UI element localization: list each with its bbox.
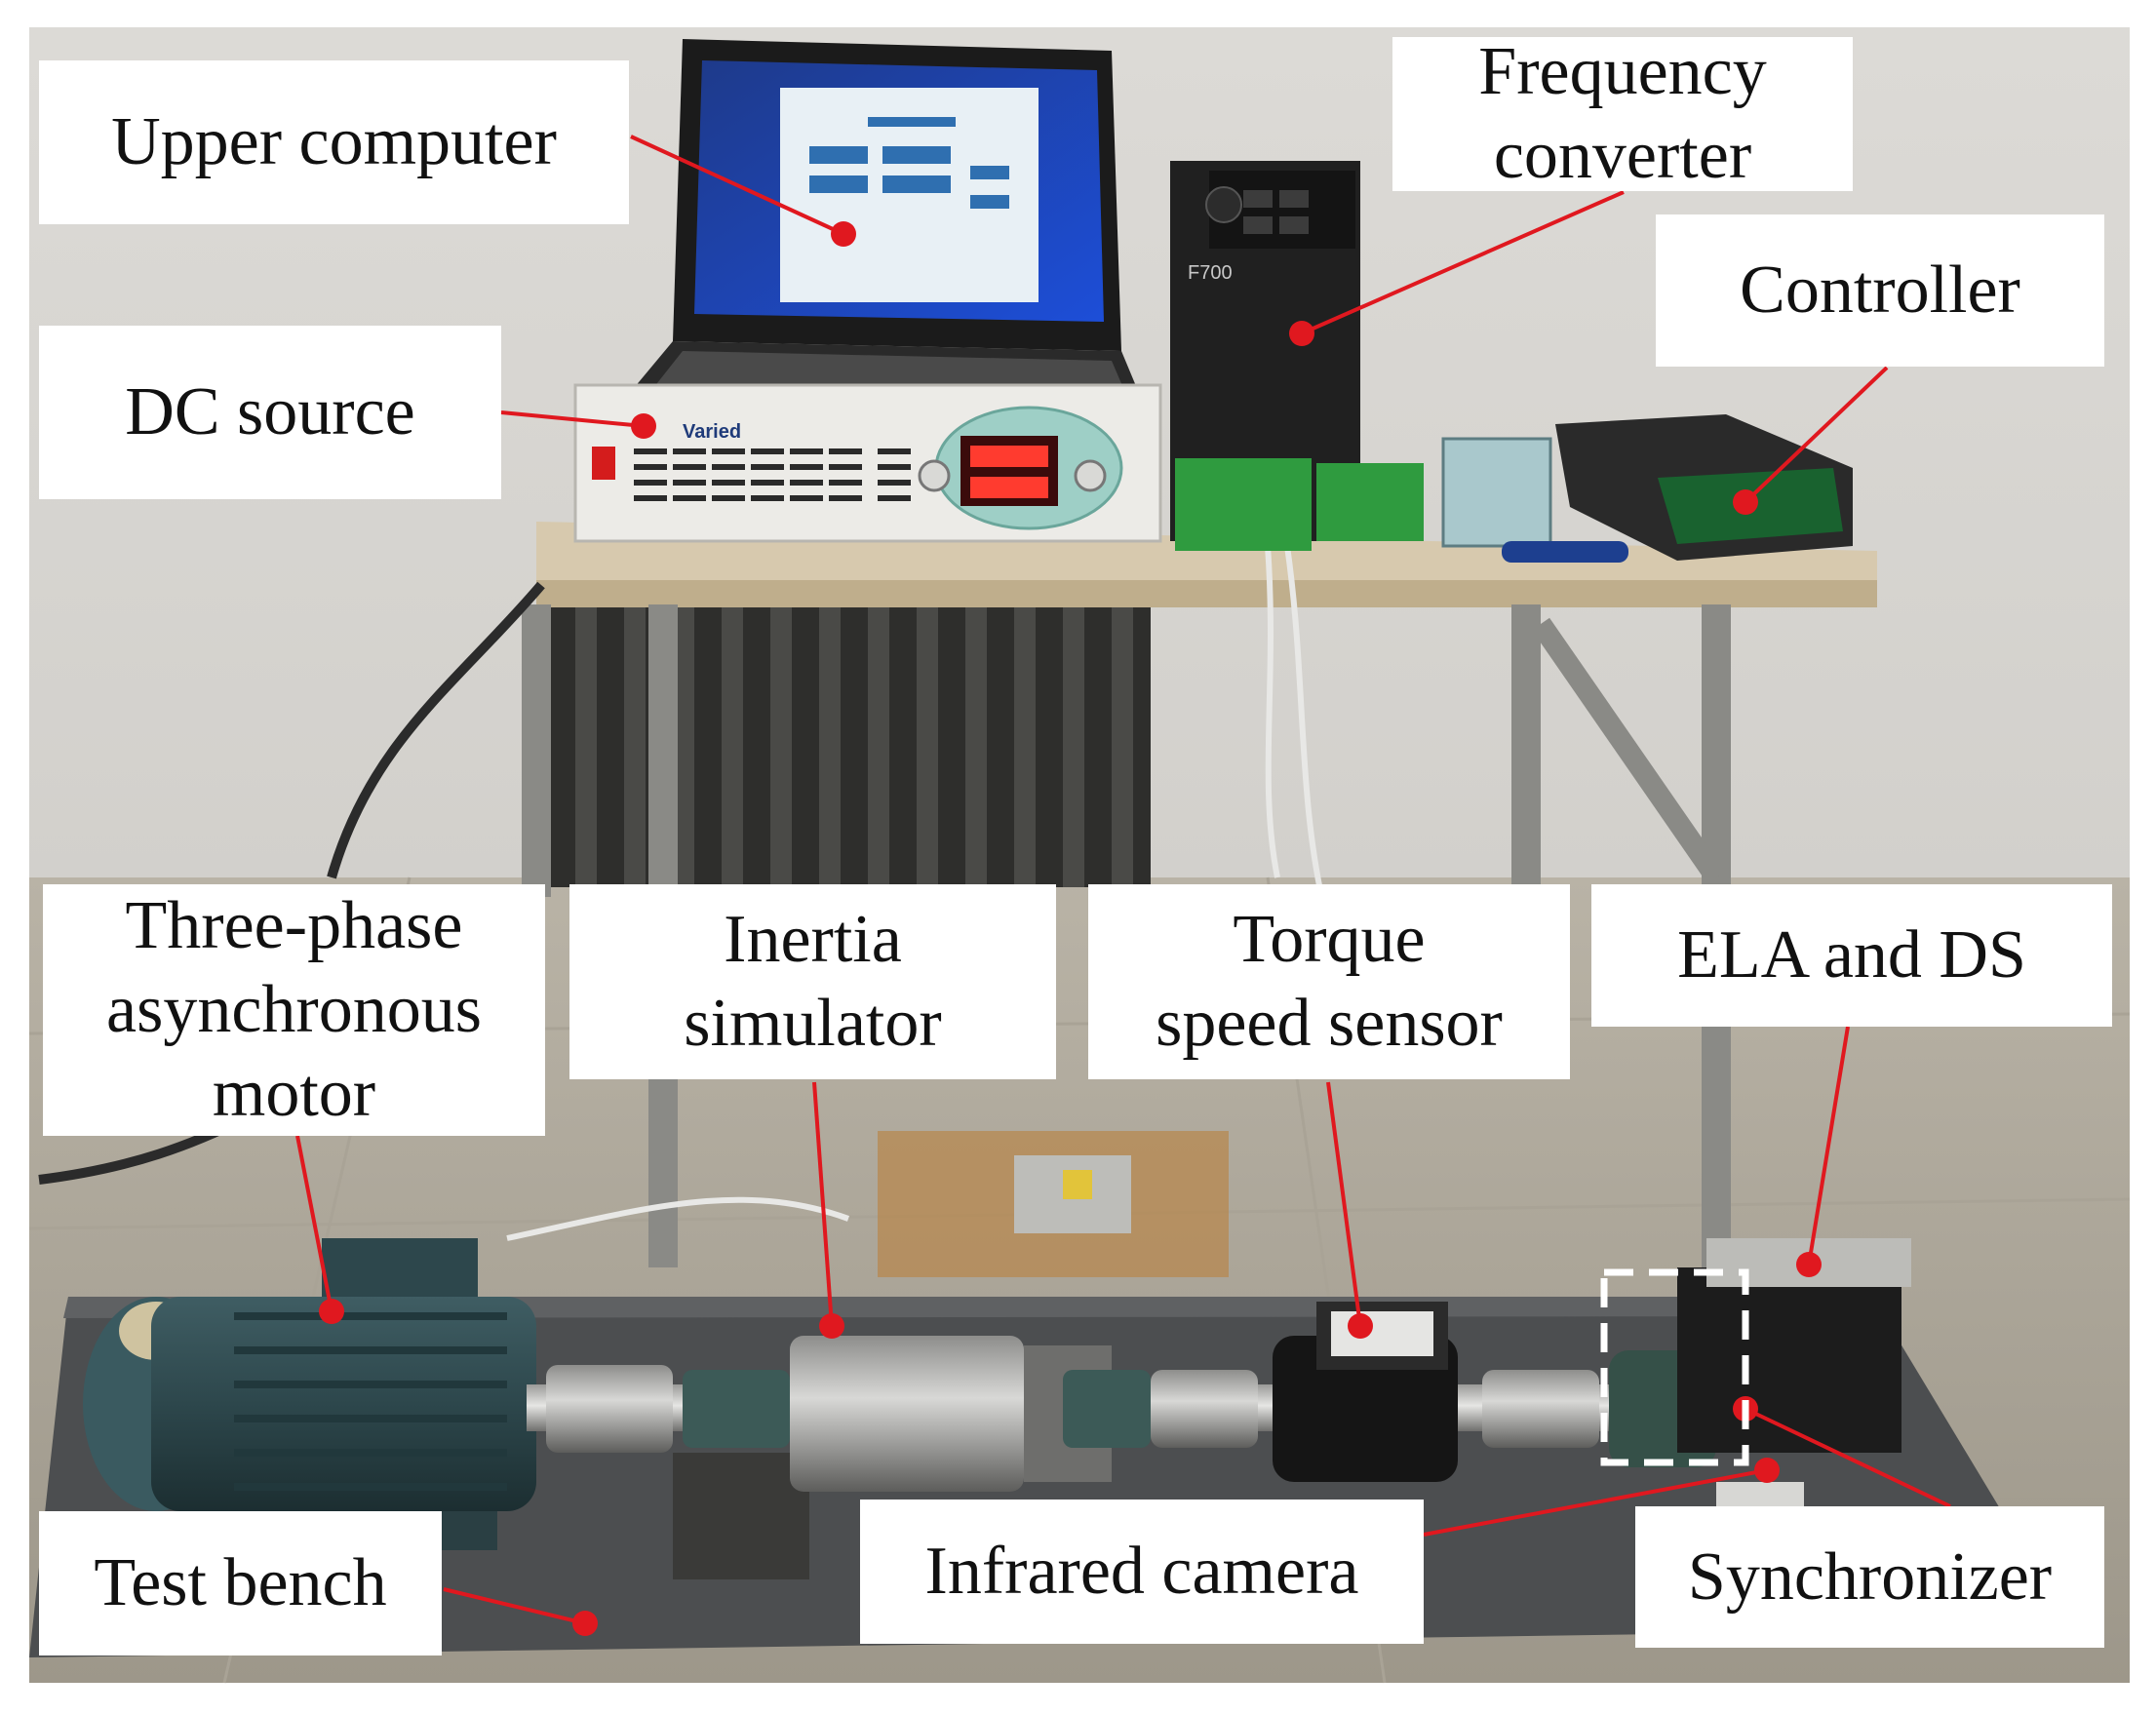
label-frequency-converter: Frequency converter	[1392, 34, 1853, 193]
inverter-model-text: F700	[1188, 262, 1233, 284]
leader-line-upper-computer	[630, 135, 844, 236]
leader-line-frequency-converter	[1301, 190, 1625, 335]
marker-motor	[319, 1299, 344, 1324]
label-controller: Controller	[1656, 214, 2104, 367]
label-dc-source-text: DC source	[125, 374, 415, 449]
label-ela-and-ds: ELA and DS	[1591, 884, 2112, 1027]
marker-test-bench	[572, 1611, 598, 1636]
label-upper-computer: Upper computer	[39, 60, 629, 224]
label-upper-computer-text: Upper computer	[111, 104, 557, 179]
marker-torque-sensor	[1348, 1313, 1373, 1339]
label-infrared-camera-text: Infrared camera	[924, 1534, 1359, 1609]
leader-line-dc-source	[500, 410, 645, 428]
marker-upper-computer	[831, 221, 856, 247]
leader-line-inertia-simulator	[812, 1081, 834, 1327]
marker-infrared-camera	[1754, 1458, 1780, 1483]
marker-inertia-simulator	[819, 1313, 844, 1339]
label-motor-line-2: asynchronous	[106, 972, 482, 1047]
label-inertia-simulator-line-2: simulator	[684, 986, 942, 1061]
marker-ela-ds	[1796, 1252, 1822, 1277]
label-test-bench: Test bench	[39, 1511, 442, 1656]
marker-controller	[1733, 489, 1758, 515]
label-frequency-converter-line-1: Frequency	[1478, 34, 1767, 109]
leader-line-synchronizer	[1744, 1407, 1951, 1508]
label-torque-sensor-line-1: Torque	[1233, 902, 1426, 977]
label-torque-sensor-line-2: speed sensor	[1156, 986, 1503, 1061]
label-motor-line-1: Three-phase	[125, 888, 463, 963]
label-torque-speed-sensor: Torque speed sensor	[1088, 884, 1570, 1079]
leader-line-motor	[295, 1135, 333, 1312]
label-frequency-converter-line-2: converter	[1493, 118, 1752, 193]
leader-line-torque-sensor	[1326, 1081, 1362, 1327]
label-motor-line-3: motor	[212, 1056, 376, 1131]
label-synchronizer-text: Synchronizer	[1687, 1539, 2053, 1615]
power-supply-brand-text: Varied	[683, 421, 741, 443]
label-ela-and-ds-text: ELA and DS	[1677, 917, 2026, 993]
label-three-phase-motor: Three-phase asynchronous motor	[43, 884, 545, 1136]
label-synchronizer: Synchronizer	[1635, 1506, 2104, 1648]
leader-line-infrared-camera	[1423, 1468, 1768, 1537]
leader-line-controller	[1744, 366, 1889, 504]
label-inertia-simulator-line-1: Inertia	[724, 902, 902, 977]
marker-dc-source	[631, 413, 656, 439]
label-controller-text: Controller	[1740, 253, 2020, 328]
marker-frequency-converter	[1289, 321, 1314, 346]
label-test-bench-text: Test bench	[94, 1545, 387, 1620]
label-inertia-simulator: Inertia simulator	[569, 884, 1056, 1079]
label-infrared-camera: Infrared camera	[860, 1500, 1424, 1644]
leader-line-ela-ds	[1807, 1026, 1850, 1266]
leader-line-test-bench	[443, 1587, 586, 1625]
synchronizer-highlight-box	[1600, 1268, 1749, 1466]
label-dc-source: DC source	[39, 326, 501, 499]
